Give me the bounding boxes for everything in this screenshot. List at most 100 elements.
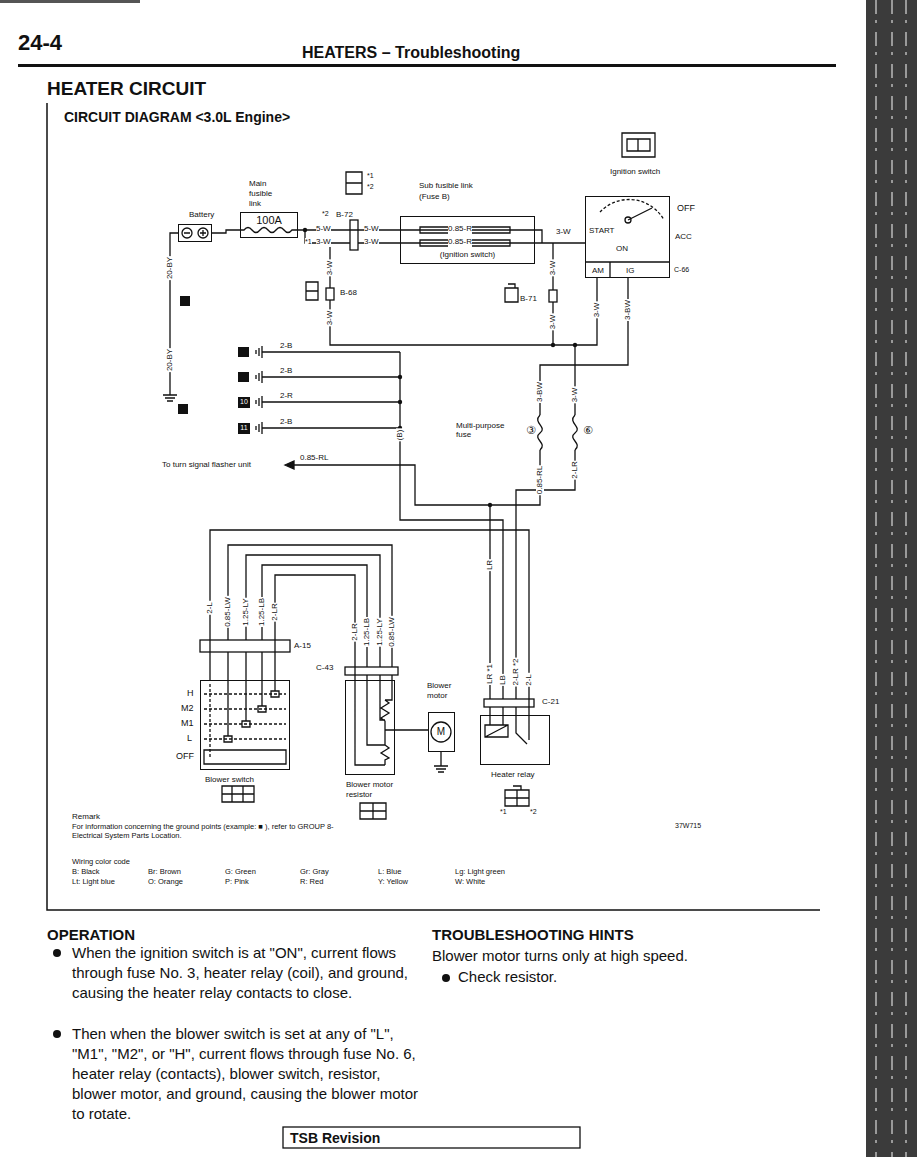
scan-edge xyxy=(866,0,917,1157)
section-heading: TROUBLESHOOTING HINTS xyxy=(432,926,634,943)
diagram-label: 3-W xyxy=(316,238,331,247)
diagram-label: C-43 xyxy=(316,663,333,672)
relay-box: Heater relay xyxy=(480,715,550,765)
diagram-label: IG xyxy=(626,266,634,275)
fusible-link-box: Main fusible link100A xyxy=(240,212,298,238)
subheading: CIRCUIT DIAGRAM <3.0L Engine> xyxy=(64,109,290,125)
connector-block xyxy=(549,290,557,302)
diagram-label: ⑥ xyxy=(583,424,593,437)
connector-block xyxy=(200,640,290,652)
diagram-label: OFF xyxy=(677,203,695,213)
diagram-label: C-66 xyxy=(674,266,689,274)
diagram-label: B-71 xyxy=(520,294,537,303)
wire-color-code: 1.25-LB xyxy=(258,597,266,627)
diagram-label: *2 xyxy=(367,183,374,191)
wire-color-code: 2-LR xyxy=(271,602,279,621)
diagram-label: Multi-purpose fuse xyxy=(456,421,518,439)
diagram-label: *1 xyxy=(500,808,507,816)
revision-text: TSB Revision xyxy=(290,1130,380,1146)
diagram-label: OFF xyxy=(176,751,194,761)
junction-dot xyxy=(573,343,577,347)
diagram-label: *2 xyxy=(530,808,537,816)
connector-icon xyxy=(222,133,655,819)
wire xyxy=(210,530,529,715)
legend-heading: Wiring color code xyxy=(72,858,130,867)
revision-box xyxy=(283,1127,580,1148)
wire-color-code: LR xyxy=(486,559,494,571)
wire-color-code: 3-W xyxy=(549,314,557,331)
rating-text: 100A xyxy=(256,214,282,227)
diagram-label: Lg: Light green xyxy=(455,868,505,877)
part-name: Blower motor xyxy=(427,681,469,701)
diagram-label: M2 xyxy=(181,703,194,713)
diagram-label: R: Red xyxy=(300,878,323,887)
wire-color-code: 0.85-RL xyxy=(536,465,544,495)
wire-color-code: 2-L xyxy=(525,673,533,687)
figure-code: 37W715 xyxy=(675,822,701,830)
resistor-symbol xyxy=(355,680,395,765)
hint-text: Blower motor turns only at high speed. xyxy=(432,947,688,964)
diagram-label: W: White xyxy=(455,878,485,887)
page-rule xyxy=(47,103,820,910)
junction-dot xyxy=(551,343,555,347)
diagram-label: A-15 xyxy=(294,641,311,650)
junction-dot xyxy=(398,400,402,404)
diagram-label: Y: Yellow xyxy=(378,878,408,887)
header-rule xyxy=(18,64,836,67)
switch-travel xyxy=(600,199,664,220)
wire-color-code: 3-W xyxy=(326,310,334,327)
diagram-label: 5-W xyxy=(316,225,331,234)
rating-text: (Ignition switch) xyxy=(440,250,496,259)
wire-color-code: 3-W xyxy=(326,260,334,277)
diagram-label: B: Black xyxy=(72,868,100,877)
part-name: Main fusible link xyxy=(249,179,283,209)
connector-block xyxy=(345,667,398,675)
wire-color-code: 2-LR *2 xyxy=(512,657,520,686)
remark-heading: Remark xyxy=(72,812,100,821)
bullet-mark xyxy=(442,974,450,982)
wire-color-code: 20-BY xyxy=(166,348,174,372)
fuse-symbol xyxy=(538,415,578,450)
diagram-label: AM xyxy=(592,266,604,275)
diagram-label: Gr: Gray xyxy=(300,868,329,877)
diagram-label: Lt: Light blue xyxy=(72,878,115,887)
diagram-label: 2-B xyxy=(280,341,292,350)
bullet-text: Then when the blower switch is set at an… xyxy=(72,1024,424,1124)
switch-contacts xyxy=(204,680,286,764)
connector-block xyxy=(484,699,534,707)
bullet-mark xyxy=(53,1030,61,1038)
wire-color-code: 3-W xyxy=(549,260,557,277)
section-heading: OPERATION xyxy=(47,926,135,943)
diagram-label: B-68 xyxy=(340,288,357,297)
ground-point-mark xyxy=(180,296,190,306)
diagram-label: M xyxy=(432,726,450,738)
diagram-label: 3-W xyxy=(364,238,379,247)
wire-color-code: 1.25-LB xyxy=(363,617,371,647)
remark-note: For information concerning the ground po… xyxy=(72,823,362,840)
scan-edge xyxy=(876,0,906,1157)
diagram-label: G: Green xyxy=(225,868,256,877)
wire-color-code: LR *1 xyxy=(486,663,494,685)
diagram-label: ③ xyxy=(526,424,536,437)
ground-symbol xyxy=(163,346,448,772)
ground-point-mark xyxy=(238,372,249,382)
wire-color-code: 3-W xyxy=(593,302,601,319)
wire-color-code: 0.85-LW xyxy=(224,596,232,628)
diagram-title: HEATER CIRCUIT xyxy=(47,78,206,100)
wire-color-code: 0.85-LW xyxy=(388,616,396,648)
blower-switch-box: Blower switch xyxy=(200,680,290,770)
wire xyxy=(395,729,428,730)
bullet-mark xyxy=(53,949,61,957)
diagram-label: To turn signal flasher unit xyxy=(162,460,251,469)
scan-streak xyxy=(0,0,140,3)
diagram-label: ON xyxy=(616,244,628,253)
resistor-box: Blower motor resistor xyxy=(345,680,395,775)
battery-sign xyxy=(184,230,206,236)
diagram-label: 2-B xyxy=(280,417,292,426)
wire-color-code: 3-W xyxy=(571,387,579,404)
diagram-label: 11 xyxy=(238,424,250,431)
diagram-label: P: Pink xyxy=(225,878,249,887)
diagram-label: L: Blue xyxy=(378,868,401,877)
bullet-text: Check resistor. xyxy=(458,968,557,985)
wire-color-code: 1.25-LY xyxy=(242,597,250,626)
